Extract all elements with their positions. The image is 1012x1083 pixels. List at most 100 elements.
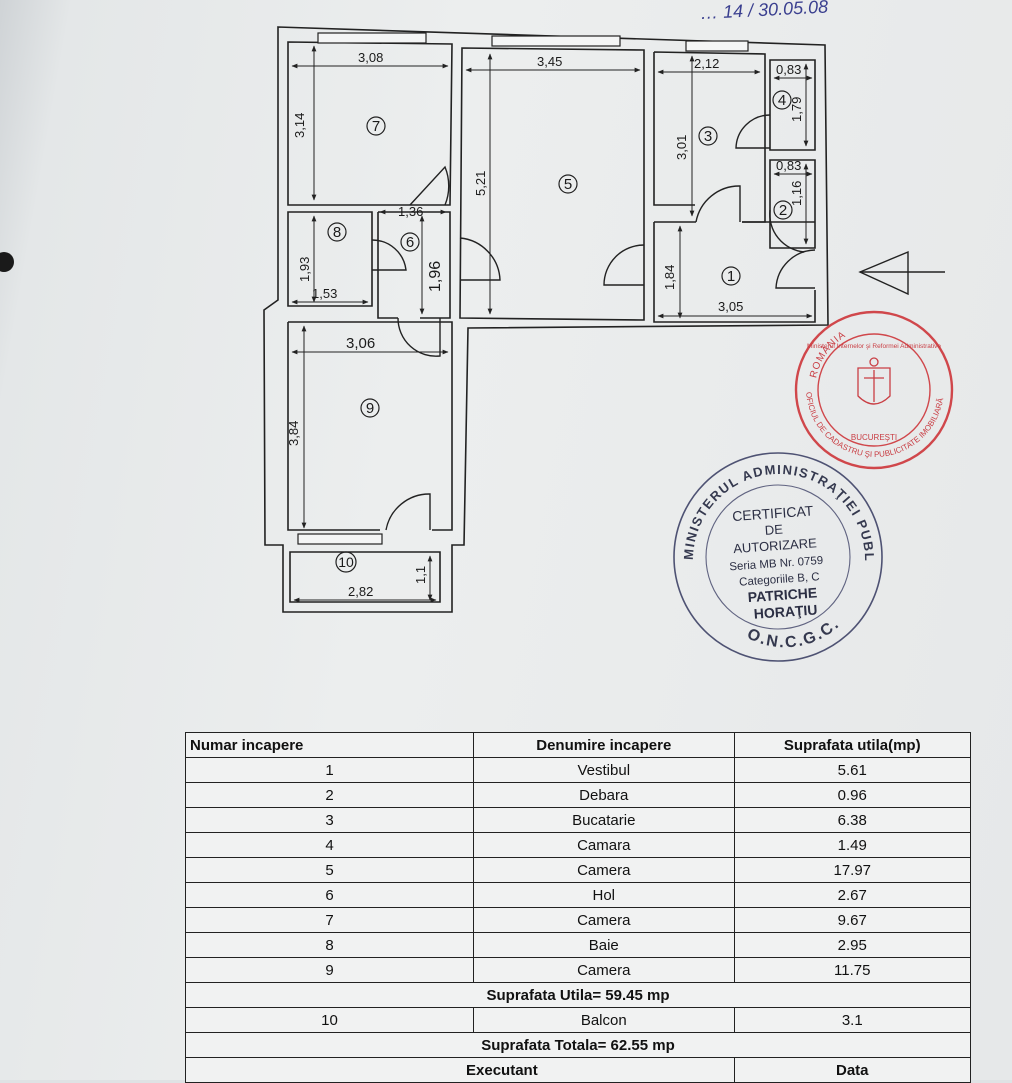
cell-room-name: Debara	[473, 782, 735, 808]
cell-room-number: 6	[184, 882, 475, 908]
room-marker-2	[773, 200, 793, 220]
svg-text:PATRICHE: PATRICHE	[747, 584, 817, 605]
cell-room-number: 7	[184, 907, 475, 933]
svg-text:10: 10	[338, 554, 354, 570]
footer-row: Executant Data	[185, 1057, 972, 1083]
cell-room-area: 0.96	[733, 782, 972, 808]
cell-room-number: 8	[184, 932, 475, 958]
room-area-table: Numar incapere Denumire incapere Suprafa…	[184, 732, 972, 1083]
handwritten-note: … 14 / 30.05.08	[700, 0, 829, 23]
cell-room-area: 17.97	[733, 857, 972, 883]
coat-of-arms-icon	[857, 357, 891, 405]
svg-text:DE: DE	[764, 522, 783, 538]
room-marker-3	[698, 126, 718, 146]
svg-text:7: 7	[372, 118, 380, 135]
svg-text:BUCUREŞTI: BUCUREŞTI	[851, 433, 897, 442]
cell-room-name: Bucatarie	[473, 807, 735, 833]
walls	[263, 26, 829, 613]
floor-plan: … 14 / 30.05.08	[0, 0, 954, 662]
useful-total: Suprafata Utila= 59.45 mp	[185, 982, 971, 1008]
room-marker-7	[366, 116, 386, 136]
svg-text:4: 4	[778, 92, 786, 109]
red-official-stamp: ROMÂNIA OFICIUL DE CADASTRU ŞI PUBLICITA…	[794, 310, 954, 470]
cell-room-name: Camera	[473, 907, 735, 933]
cell-room-area: 2.95	[733, 932, 972, 958]
grand-total-row: Suprafata Totala= 62.55 mp	[185, 1032, 971, 1058]
svg-text:8: 8	[333, 224, 341, 241]
cell-room-name: Camara	[473, 832, 735, 858]
dim-r1-width: 3,05	[718, 299, 743, 314]
cell-room-area: 1.49	[733, 832, 972, 858]
cell-room-area: 5.61	[733, 757, 972, 783]
binder-hole	[0, 252, 14, 272]
room-marker-10	[335, 551, 357, 573]
dim-r1-height: 1,84	[662, 265, 677, 290]
footer-date: Data	[733, 1057, 972, 1083]
dim-r5-width: 3,45	[537, 54, 562, 69]
dim-r2-height: 1,16	[789, 181, 804, 206]
cell-room-name: Camera	[473, 957, 735, 983]
room-marker-4	[772, 90, 792, 110]
cell-room-number: 2	[184, 782, 475, 808]
dimension-lines	[291, 45, 813, 603]
svg-text:AUTORIZARE: AUTORIZARE	[733, 535, 818, 556]
header-room-name: Denumire incapere	[473, 732, 735, 758]
dim-r5-height: 5,21	[473, 171, 488, 196]
dim-r7-width: 3,08	[358, 50, 383, 65]
cell-room-number: 5	[184, 857, 475, 883]
dimension-labels: 3,08 3,14 3,45 5,21 2,12 3,01 0,83 1,79 …	[286, 50, 804, 599]
cell-room-number: 10	[184, 1007, 475, 1033]
cell-room-area: 9.67	[733, 907, 972, 933]
room-marker-6	[400, 232, 420, 252]
cell-room-area: 6.38	[733, 807, 972, 833]
cell-room-area: 11.75	[733, 957, 972, 983]
doors	[371, 114, 816, 531]
dim-r3-width: 2,12	[694, 56, 719, 71]
cell-room-number: 4	[184, 832, 475, 858]
dim-r6-height: 1,96	[427, 261, 444, 292]
svg-text:CERTIFICAT: CERTIFICAT	[732, 502, 815, 524]
footer-executant: Executant	[185, 1057, 735, 1083]
cell-room-name: Balcon	[473, 1007, 735, 1033]
svg-text:Categoriile B, C: Categoriile B, C	[739, 571, 820, 589]
header-useful-area: Suprafata utila(mp)	[733, 732, 972, 758]
cell-room-number: 3	[184, 807, 475, 833]
svg-text:HORAŢIU: HORAŢIU	[753, 601, 818, 621]
orientation-arrow-icon	[858, 250, 945, 296]
grand-total: Suprafata Totala= 62.55 mp	[185, 1032, 971, 1058]
dim-r3-height: 3,01	[674, 135, 689, 160]
svg-text:1: 1	[727, 268, 735, 285]
svg-text:6: 6	[406, 234, 414, 251]
dim-r7-height: 3,14	[292, 113, 307, 138]
dim-r9-height: 3,84	[286, 421, 301, 446]
cell-room-name: Camera	[473, 857, 735, 883]
authorization-stamp: MINISTERUL ADMINISTRAŢIEI PUBLICE O.N.C.…	[0, 0, 883, 662]
table-row-balcony: 10 Balcon 3.1	[184, 1007, 972, 1033]
cell-room-area: 3.1	[733, 1007, 972, 1033]
cell-room-name: Hol	[473, 882, 735, 908]
svg-text:3: 3	[704, 128, 712, 145]
room-marker-8	[327, 222, 347, 242]
table-header-row: Numar incapere Denumire incapere Suprafa…	[184, 732, 972, 758]
cell-room-area: 2.67	[733, 882, 972, 908]
dim-r4-width: 0,83	[776, 62, 801, 77]
svg-text:Ministerul Internelor şi Refor: Ministerul Internelor şi Reformei Admini…	[807, 343, 941, 350]
header-room-number: Numar incapere	[184, 732, 475, 758]
svg-text:ROMÂNIA: ROMÂNIA	[808, 329, 848, 379]
cell-room-name: Baie	[473, 932, 735, 958]
dim-r10-height: 1,1	[413, 566, 428, 584]
room-marker-5	[558, 174, 578, 194]
cell-room-number: 1	[184, 757, 475, 783]
cell-room-name: Vestibul	[473, 757, 735, 783]
room-markers	[327, 90, 793, 573]
dim-r8-width: 1,53	[312, 286, 337, 301]
